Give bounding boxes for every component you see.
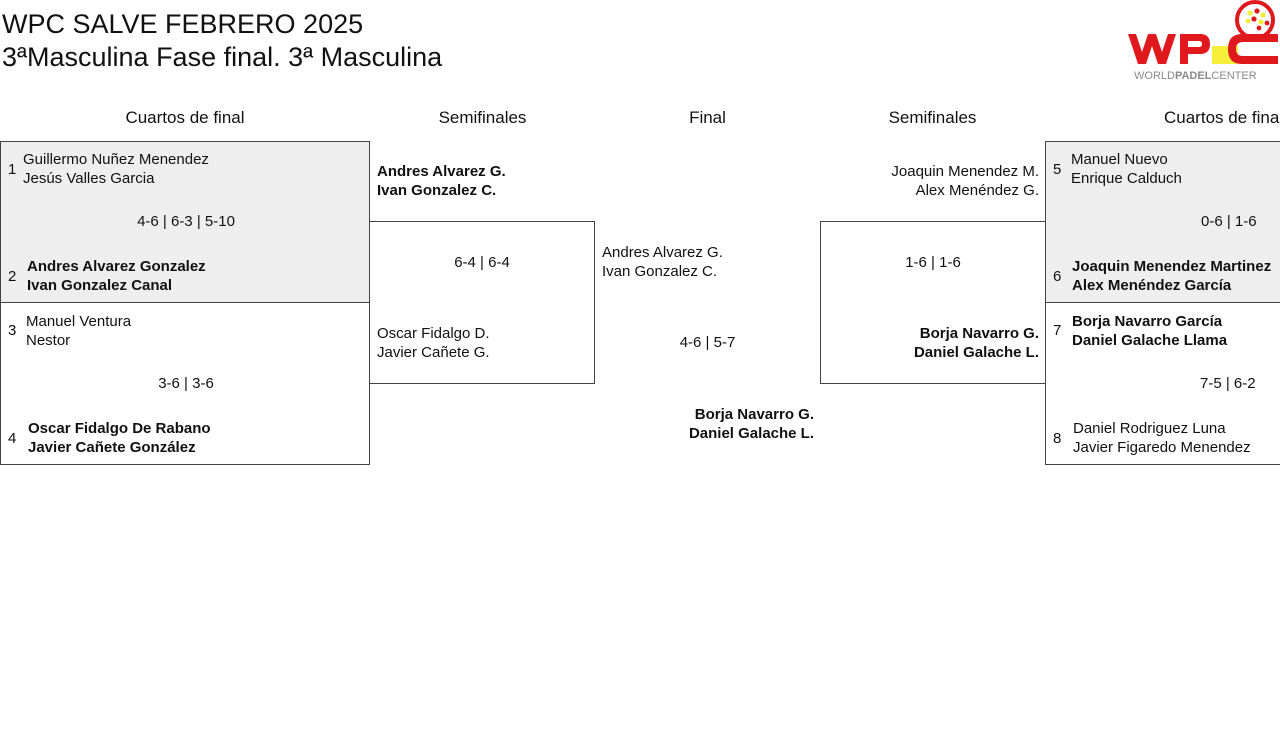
semi-match-right[interactable]: 1-6 | 1-6 Borja Navarro G. Daniel Galach… [820, 221, 1046, 384]
player-name: Manuel Nuevo [1071, 151, 1168, 168]
player-name: Daniel Rodriguez Luna [1073, 420, 1226, 437]
player-name: Guillermo Nuñez Menendez [23, 151, 209, 168]
player-name: Andres Alvarez Gonzalez [27, 258, 206, 275]
team-entry: Manuel Nuevo Enrique Calduch [1071, 150, 1182, 188]
logo-text-world: WORLD [1134, 70, 1175, 82]
final-team-top: Andres Alvarez G. Ivan Gonzalez C. [602, 243, 723, 281]
player-name: Borja Navarro G. [919, 325, 1039, 342]
quarter-match-7[interactable]: 7 Borja Navarro García Daniel Galache Ll… [1045, 302, 1280, 465]
wpc-logo-graphic: WORLDPADELCENTER [1128, 0, 1278, 82]
semi-team-top: Andres Alvarez G. Ivan Gonzalez C. [377, 162, 506, 200]
team-entry-winner: Oscar Fidalgo De Rabano Javier Cañete Go… [28, 419, 211, 457]
seed-number: 1 [8, 161, 17, 178]
title-line-1: WPC SALVE FEBRERO 2025 [2, 9, 364, 39]
player-name: Manuel Ventura [26, 313, 132, 330]
player-name: Daniel Galache L. [688, 425, 814, 442]
seed-number: 3 [8, 322, 17, 339]
logo-w-shape [1128, 34, 1176, 64]
logo-c-shape [1228, 34, 1278, 64]
player-name: Enrique Calduch [1071, 170, 1182, 187]
player-name: Ivan Gonzalez C. [602, 263, 718, 280]
wpc-logo: WORLDPADELCENTER [1124, 0, 1280, 84]
player-name: Ivan Gonzalez Canal [27, 277, 173, 294]
match-score: 4-6 | 6-3 | 5-10 [137, 213, 235, 230]
player-name: Oscar Fidalgo D. [377, 325, 490, 342]
quarter-match-1[interactable]: 1 Guillermo Nuñez Menendez Jesús Valles … [0, 141, 370, 303]
player-name: Javier Cañete González [28, 439, 196, 456]
match-score: 1-6 | 1-6 [905, 254, 961, 271]
team-entry-winner: Borja Navarro García Daniel Galache Llam… [1072, 312, 1227, 350]
quarter-match-5[interactable]: 5 Manuel Nuevo Enrique Calduch 0-6 | 1-6… [1045, 141, 1280, 303]
column-header-right-semis: Semifinales [888, 108, 977, 127]
seed-number: 6 [1053, 268, 1062, 285]
semi-team-top: Joaquin Menendez M. Alex Menéndez G. [820, 162, 1039, 200]
player-name: Oscar Fidalgo De Rabano [28, 420, 211, 437]
player-name: Nestor [26, 332, 71, 349]
player-name: Alex Menéndez G. [915, 182, 1039, 199]
column-header-left-quarters: Cuartos de final [125, 108, 245, 127]
semi-team-bottom: Oscar Fidalgo D. Javier Cañete G. [377, 324, 490, 362]
team-entry-winner: Andres Alvarez Gonzalez Ivan Gonzalez Ca… [27, 257, 206, 295]
match-score: 7-5 | 6-2 [1200, 375, 1256, 392]
player-name: Ivan Gonzalez C. [377, 182, 497, 199]
page-title: WPC SALVE FEBRERO 2025 3ªMasculina Fase … [2, 8, 442, 74]
logo-p-shape [1180, 34, 1210, 64]
seed-number: 7 [1053, 322, 1062, 339]
match-score: 6-4 | 6-4 [454, 254, 510, 271]
ball-icon [1235, 0, 1275, 40]
final-score: 4-6 | 5-7 [679, 334, 736, 351]
semi-match-left[interactable]: 6-4 | 6-4 Oscar Fidalgo D. Javier Cañete… [369, 221, 595, 384]
player-name: Javier Cañete G. [377, 344, 490, 361]
match-score: 3-6 | 3-6 [158, 375, 214, 392]
team-entry: Guillermo Nuñez Menendez Jesús Valles Ga… [23, 150, 209, 188]
logo-text-center: CENTER [1211, 70, 1256, 82]
player-name: Andres Alvarez G. [377, 163, 506, 180]
logo-text-padel: PADEL [1175, 70, 1212, 82]
seed-number: 4 [8, 430, 17, 447]
seed-number: 8 [1053, 430, 1062, 447]
semi-team-bottom-winner: Borja Navarro G. Daniel Galache L. [821, 324, 1039, 362]
player-name: Alex Menéndez García [1072, 277, 1232, 294]
player-name: Daniel Galache L. [913, 344, 1039, 361]
player-name: Daniel Galache Llama [1072, 332, 1228, 349]
column-header-left-semis: Semifinales [438, 108, 527, 127]
title-line-2: 3ªMasculina Fase final. 3ª Masculina [2, 42, 443, 72]
quarter-match-2[interactable]: 3 Manuel Ventura Nestor 3-6 | 3-6 4 Osca… [0, 302, 370, 465]
seed-number: 2 [8, 268, 17, 285]
team-entry-winner: Joaquin Menendez Martinez Alex Menéndez … [1072, 257, 1271, 295]
column-header-final: Final [689, 108, 726, 127]
player-name: Borja Navarro G. [694, 406, 814, 423]
final-team-bottom-winner: Borja Navarro G. Daniel Galache L. [595, 405, 814, 443]
match-score: 0-6 | 1-6 [1201, 213, 1257, 230]
svg-text:WORLDPADELCENTER: WORLDPADELCENTER [1134, 70, 1257, 82]
column-header-right-quarters: Cuartos de final [1164, 108, 1280, 127]
team-entry: Daniel Rodriguez Luna Javier Figaredo Me… [1073, 419, 1251, 457]
player-name: Andres Alvarez G. [602, 244, 723, 261]
player-name: Borja Navarro García [1072, 313, 1223, 330]
player-name: Joaquin Menendez Martinez [1072, 258, 1272, 275]
player-name: Joaquin Menendez M. [891, 163, 1039, 180]
player-name: Jesús Valles Garcia [23, 170, 155, 187]
team-entry: Manuel Ventura Nestor [26, 312, 131, 350]
player-name: Javier Figaredo Menendez [1073, 439, 1251, 456]
seed-number: 5 [1053, 161, 1062, 178]
